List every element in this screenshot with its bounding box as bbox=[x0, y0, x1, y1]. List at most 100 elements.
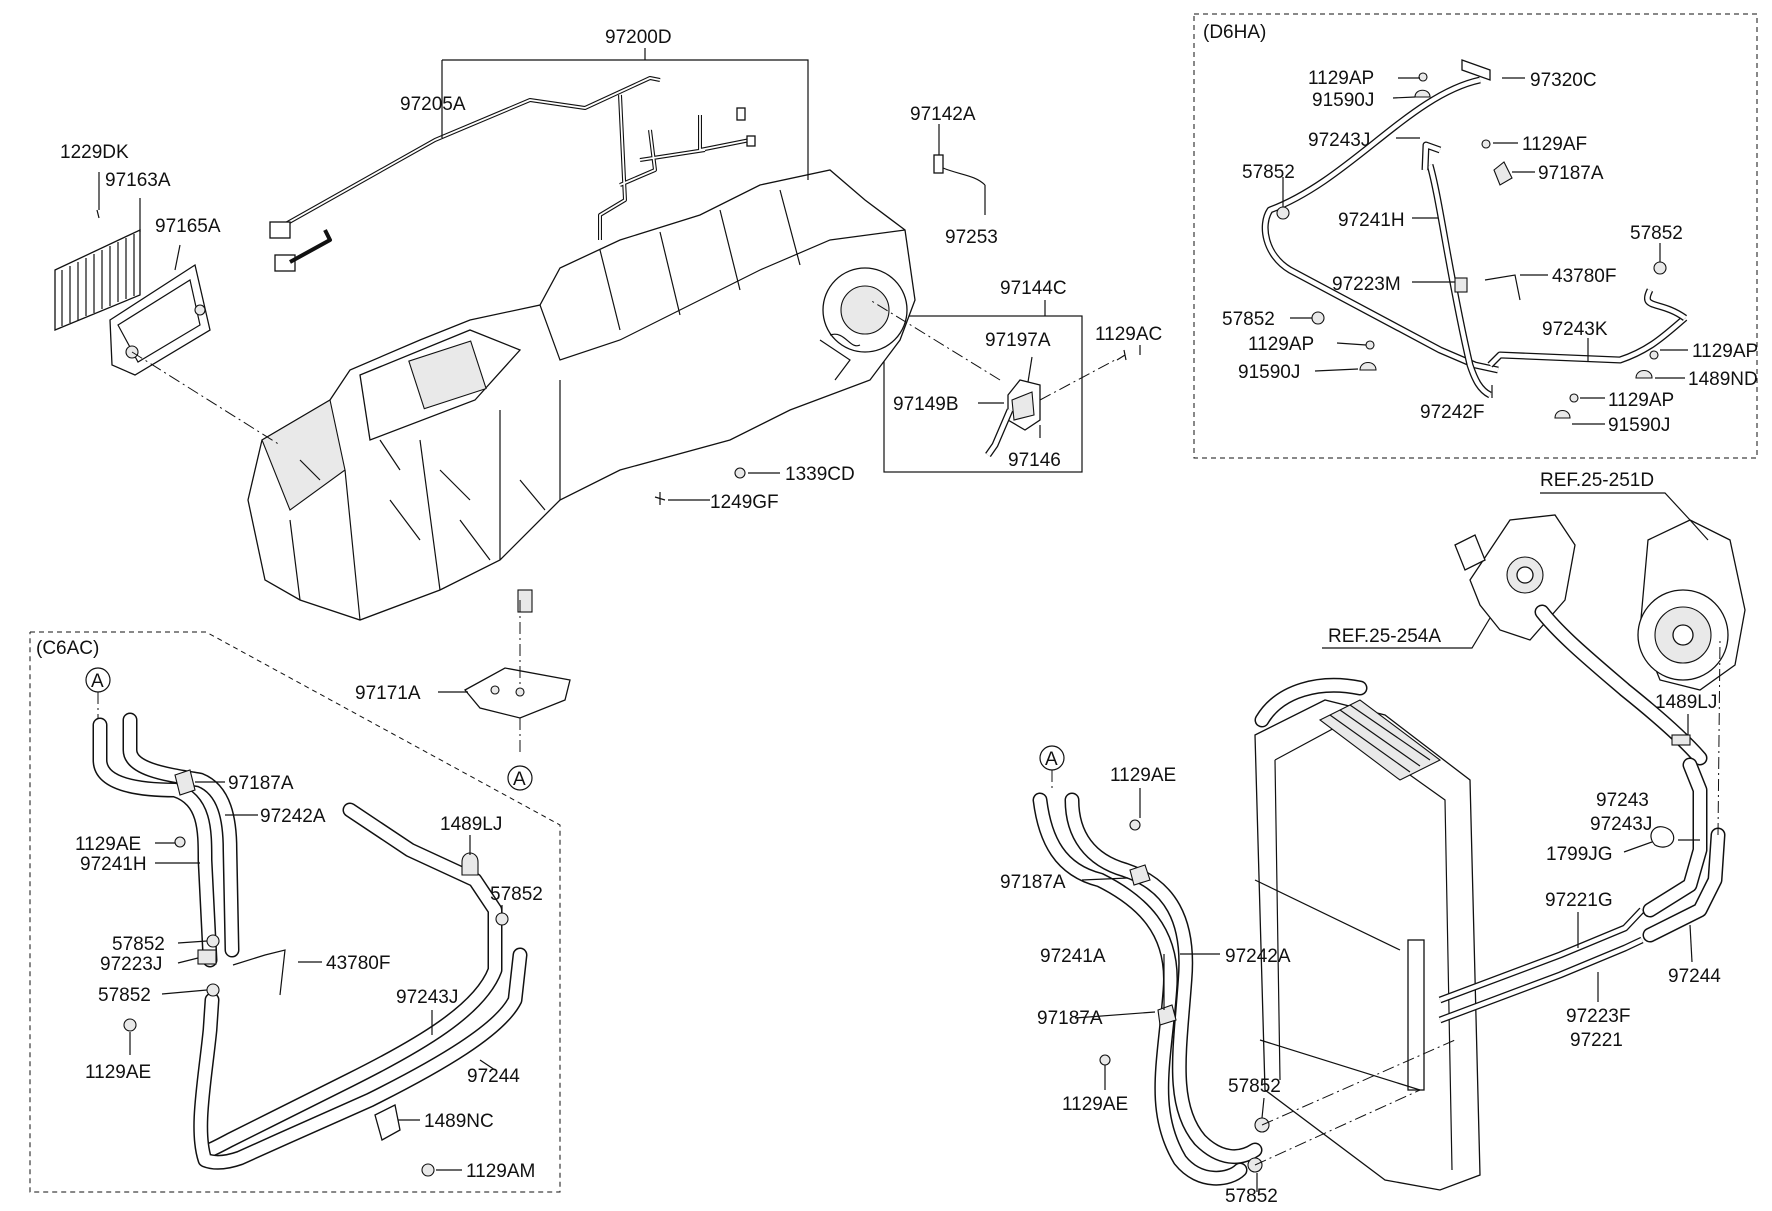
tube-97243j-c bbox=[202, 802, 503, 1158]
label-d6-97320c: 97320C bbox=[1530, 70, 1597, 91]
ref-pumps bbox=[1454, 514, 1746, 766]
sensor-97142a bbox=[933, 140, 986, 186]
label-97146: 97146 bbox=[1008, 450, 1061, 471]
label-r-97187a-1: 97187A bbox=[1000, 872, 1066, 893]
d6ha-section: (D6HA) bbox=[1193, 13, 1758, 459]
hvac-rib-lines bbox=[599, 189, 801, 331]
hvac-filter-slot bbox=[408, 340, 487, 410]
label-r-57852-2: 57852 bbox=[1225, 1186, 1278, 1207]
c6ac-title: (C6AC) bbox=[36, 638, 99, 659]
label-c-97187a: 97187A bbox=[228, 773, 294, 794]
hvac-unit bbox=[247, 169, 916, 621]
bolt-1129ae-c1 bbox=[174, 836, 186, 848]
label-d6-1129af: 1129AF bbox=[1522, 134, 1587, 155]
cover-clip-2 bbox=[194, 304, 206, 316]
harness-connector-2 bbox=[274, 254, 296, 272]
clamp-57852-c1 bbox=[495, 912, 509, 926]
grommet-97223j bbox=[197, 949, 217, 965]
label-d6-97243j: 97243J bbox=[1308, 130, 1370, 151]
grommet-97223m bbox=[1454, 277, 1468, 293]
bracket-43780f-d6 bbox=[1484, 274, 1521, 301]
label-d6-97243k: 97243K bbox=[1542, 319, 1608, 340]
harness-connector-1 bbox=[269, 221, 291, 239]
label-1249gf: 1249GF bbox=[710, 492, 779, 513]
label-d6-91590j-1: 91590J bbox=[1312, 90, 1374, 111]
label-r-97221: 97221 bbox=[1570, 1030, 1623, 1051]
label-97163a: 97163A bbox=[105, 170, 171, 191]
bracket-1489nc bbox=[374, 1104, 401, 1141]
a-marker-c6ac-text: A bbox=[91, 671, 104, 692]
hvac-case bbox=[247, 169, 916, 621]
a-marker-center bbox=[507, 765, 533, 791]
label-c-1129ae-1: 1129AE bbox=[75, 834, 141, 855]
bolt-1129ac bbox=[1116, 349, 1127, 361]
label-d6-91590j-2: 91590J bbox=[1238, 362, 1300, 383]
harness-lower bbox=[289, 229, 332, 264]
label-97200d: 97200D bbox=[605, 27, 672, 48]
part-labels: 97200D 97205A 1229DK 97163A 97165A 97142… bbox=[60, 27, 1758, 1207]
a-marker-right-text: A bbox=[1045, 749, 1058, 770]
clamp-1489lj-r bbox=[1671, 734, 1691, 746]
label-d6-43780f: 43780F bbox=[1552, 266, 1616, 287]
label-ref-25-251d: REF.25-251D bbox=[1540, 470, 1654, 491]
filter-leader bbox=[131, 351, 281, 446]
clamp-57852-c3 bbox=[206, 983, 220, 997]
sensor-body bbox=[933, 154, 944, 174]
label-ref-25-254a: REF.25-254A bbox=[1328, 626, 1441, 647]
right-tubes: A bbox=[1032, 639, 1726, 1186]
bolt-1129am bbox=[421, 1163, 435, 1177]
d6ha-title: (D6HA) bbox=[1203, 22, 1266, 43]
bolt-1129ae-r2 bbox=[1099, 1054, 1111, 1066]
label-d6-97242f: 97242F bbox=[1420, 402, 1484, 423]
harness-clip-2 bbox=[746, 135, 756, 147]
label-97205a: 97205A bbox=[400, 94, 466, 115]
radiator-side-tank bbox=[1407, 939, 1425, 1091]
radiator-core bbox=[1254, 699, 1481, 1191]
filter-pleats bbox=[61, 234, 135, 326]
a-marker-center-text: A bbox=[513, 769, 526, 790]
clamp-97187a-c bbox=[174, 769, 196, 796]
actuator-bolt-leader bbox=[1039, 359, 1116, 401]
label-1129ac: 1129AC bbox=[1095, 324, 1162, 345]
label-r-57852-1: 57852 bbox=[1228, 1076, 1281, 1097]
label-d6-57852-2: 57852 bbox=[1630, 223, 1683, 244]
sensor-wire bbox=[938, 140, 986, 186]
label-r-97242a: 97242A bbox=[1225, 946, 1291, 967]
c6ac-section: (C6AC) bbox=[29, 631, 561, 1193]
c6ac-tubes: A bbox=[85, 667, 528, 1177]
label-c-97244: 97244 bbox=[467, 1066, 520, 1087]
label-1339cd: 1339CD bbox=[785, 464, 855, 485]
label-r-97241a: 97241A bbox=[1040, 946, 1106, 967]
tube-97241a-r bbox=[1032, 792, 1248, 1186]
label-r-1129ae-1: 1129AE bbox=[1110, 765, 1176, 786]
label-d6-1129ap-4: 1129AP bbox=[1608, 390, 1674, 411]
label-d6-57852-3: 57852 bbox=[1222, 309, 1275, 330]
label-d6-1129ap-3: 1129AP bbox=[1692, 341, 1758, 362]
blower-spring bbox=[819, 333, 861, 381]
label-r-97243j: 97243J bbox=[1590, 814, 1652, 835]
d6ha-hardware bbox=[1276, 72, 1667, 419]
tube-97242a-c bbox=[122, 712, 240, 958]
label-c-43780f: 43780F bbox=[326, 953, 390, 974]
hvac-vent-lines bbox=[299, 439, 546, 561]
label-r-97243: 97243 bbox=[1596, 790, 1649, 811]
label-c-57852-3: 57852 bbox=[98, 985, 151, 1006]
harness-clip-1 bbox=[736, 107, 746, 121]
bracket-43780f-c bbox=[232, 949, 286, 996]
label-r-1129ae-2: 1129AE bbox=[1062, 1094, 1128, 1115]
label-c-1129ae-2: 1129AE bbox=[85, 1062, 151, 1083]
label-97171a: 97171A bbox=[355, 683, 421, 704]
label-d6-97187a: 97187A bbox=[1538, 163, 1604, 184]
label-r-97223f: 97223F bbox=[1566, 1006, 1630, 1027]
leader-lines bbox=[98, 48, 1700, 1192]
label-r-1489lj: 1489LJ bbox=[1655, 692, 1717, 713]
c6ac-frame bbox=[29, 631, 561, 1193]
bolt-1129ae-c2 bbox=[123, 1018, 137, 1032]
clip-1799jg bbox=[1650, 826, 1675, 848]
d6ha-frame bbox=[1193, 13, 1758, 459]
blower-motor bbox=[840, 285, 890, 335]
label-c-97241h: 97241H bbox=[80, 854, 147, 875]
label-97197a: 97197A bbox=[985, 330, 1051, 351]
